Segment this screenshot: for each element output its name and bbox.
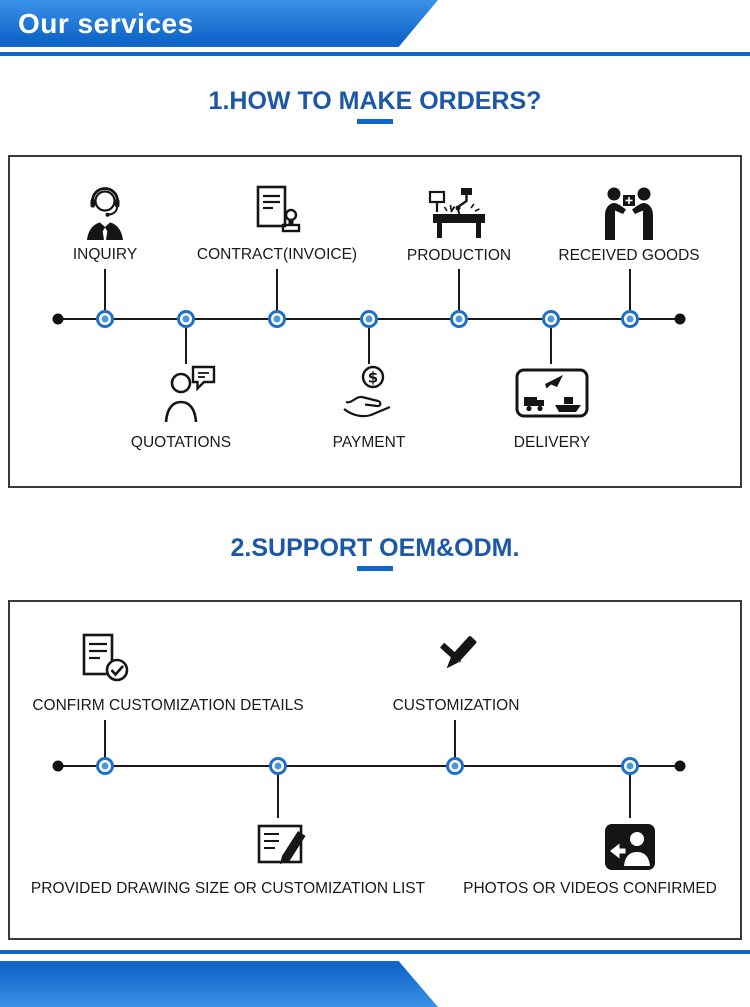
connector [629, 766, 631, 818]
timeline-node-customization [446, 757, 464, 775]
timeline-node-drawing [269, 757, 287, 775]
step-label-delivery: DELIVERY [513, 434, 591, 451]
step-label-quotations: QUOTATIONS [130, 434, 232, 451]
connector [454, 720, 456, 766]
timeline-endpoint-left [52, 313, 64, 325]
connector [550, 319, 552, 364]
timeline-endpoint-left [52, 760, 64, 772]
order-flow-panel: INQUIRY CONTRACT(INVOICE) PRODUCTION REC… [8, 155, 742, 488]
timeline-node-received [621, 310, 639, 328]
banner-title: Our services [18, 7, 194, 39]
step-label-customization: CUSTOMIZATION [392, 697, 520, 714]
timeline-endpoint-right [674, 760, 686, 772]
payment-hand-icon: $ [340, 364, 398, 422]
connector [276, 269, 278, 319]
timeline-endpoint-right [674, 313, 686, 325]
step-label-drawing-size: PROVIDED DRAWING SIZE OR CUSTOMIZATION L… [30, 880, 426, 897]
top-banner: Our services [0, 0, 438, 47]
section1-underline [357, 119, 393, 124]
svg-text:$: $ [368, 369, 378, 387]
timeline-node-delivery [542, 310, 560, 328]
delivery-transport-icon [515, 368, 589, 418]
step-label-production: PRODUCTION [406, 247, 512, 264]
timeline-node-photos [621, 757, 639, 775]
step-label-contract: CONTRACT(INVOICE) [196, 246, 358, 263]
step-label-confirm-details: CONFIRM CUSTOMIZATION DETAILS [32, 697, 304, 714]
timeline-node-contract [268, 310, 286, 328]
step-label-received-goods: RECEIVED GOODS [558, 247, 700, 264]
top-divider-line [0, 52, 750, 56]
confirm-details-icon [78, 632, 134, 688]
step-label-inquiry: INQUIRY [72, 246, 138, 263]
timeline-node-quotations [177, 310, 195, 328]
connector [185, 319, 187, 364]
step-label-photos-videos: PHOTOS OR VIDEOS CONFIRMED [463, 880, 717, 897]
customer-service-icon [78, 184, 132, 242]
section2-underline [357, 566, 393, 571]
contract-stamp-icon [251, 184, 303, 240]
quotation-chat-icon [160, 364, 218, 423]
drawing-list-icon [255, 820, 311, 870]
bottom-divider-line [0, 950, 750, 954]
section2-title: 2.SUPPORT OEM&ODM. [230, 534, 520, 562]
connector [104, 720, 106, 766]
customization-tools-icon [427, 630, 485, 686]
timeline-line [58, 765, 680, 767]
production-machine-icon [427, 186, 491, 240]
timeline-node-confirm [96, 757, 114, 775]
oem-odm-panel: CONFIRM CUSTOMIZATION DETAILS CUSTOMIZAT… [8, 600, 742, 940]
timeline-node-production [450, 310, 468, 328]
connector [458, 269, 460, 319]
bottom-banner [0, 961, 438, 1007]
connector [629, 269, 631, 319]
received-goods-icon [601, 184, 657, 240]
connector [368, 319, 370, 364]
step-label-payment: PAYMENT [332, 434, 406, 451]
photos-videos-icon [603, 822, 657, 872]
section1-title: 1.HOW TO MAKE ORDERS? [208, 87, 542, 115]
connector [277, 766, 279, 818]
timeline-node-inquiry [96, 310, 114, 328]
timeline-node-payment [360, 310, 378, 328]
connector [104, 269, 106, 319]
